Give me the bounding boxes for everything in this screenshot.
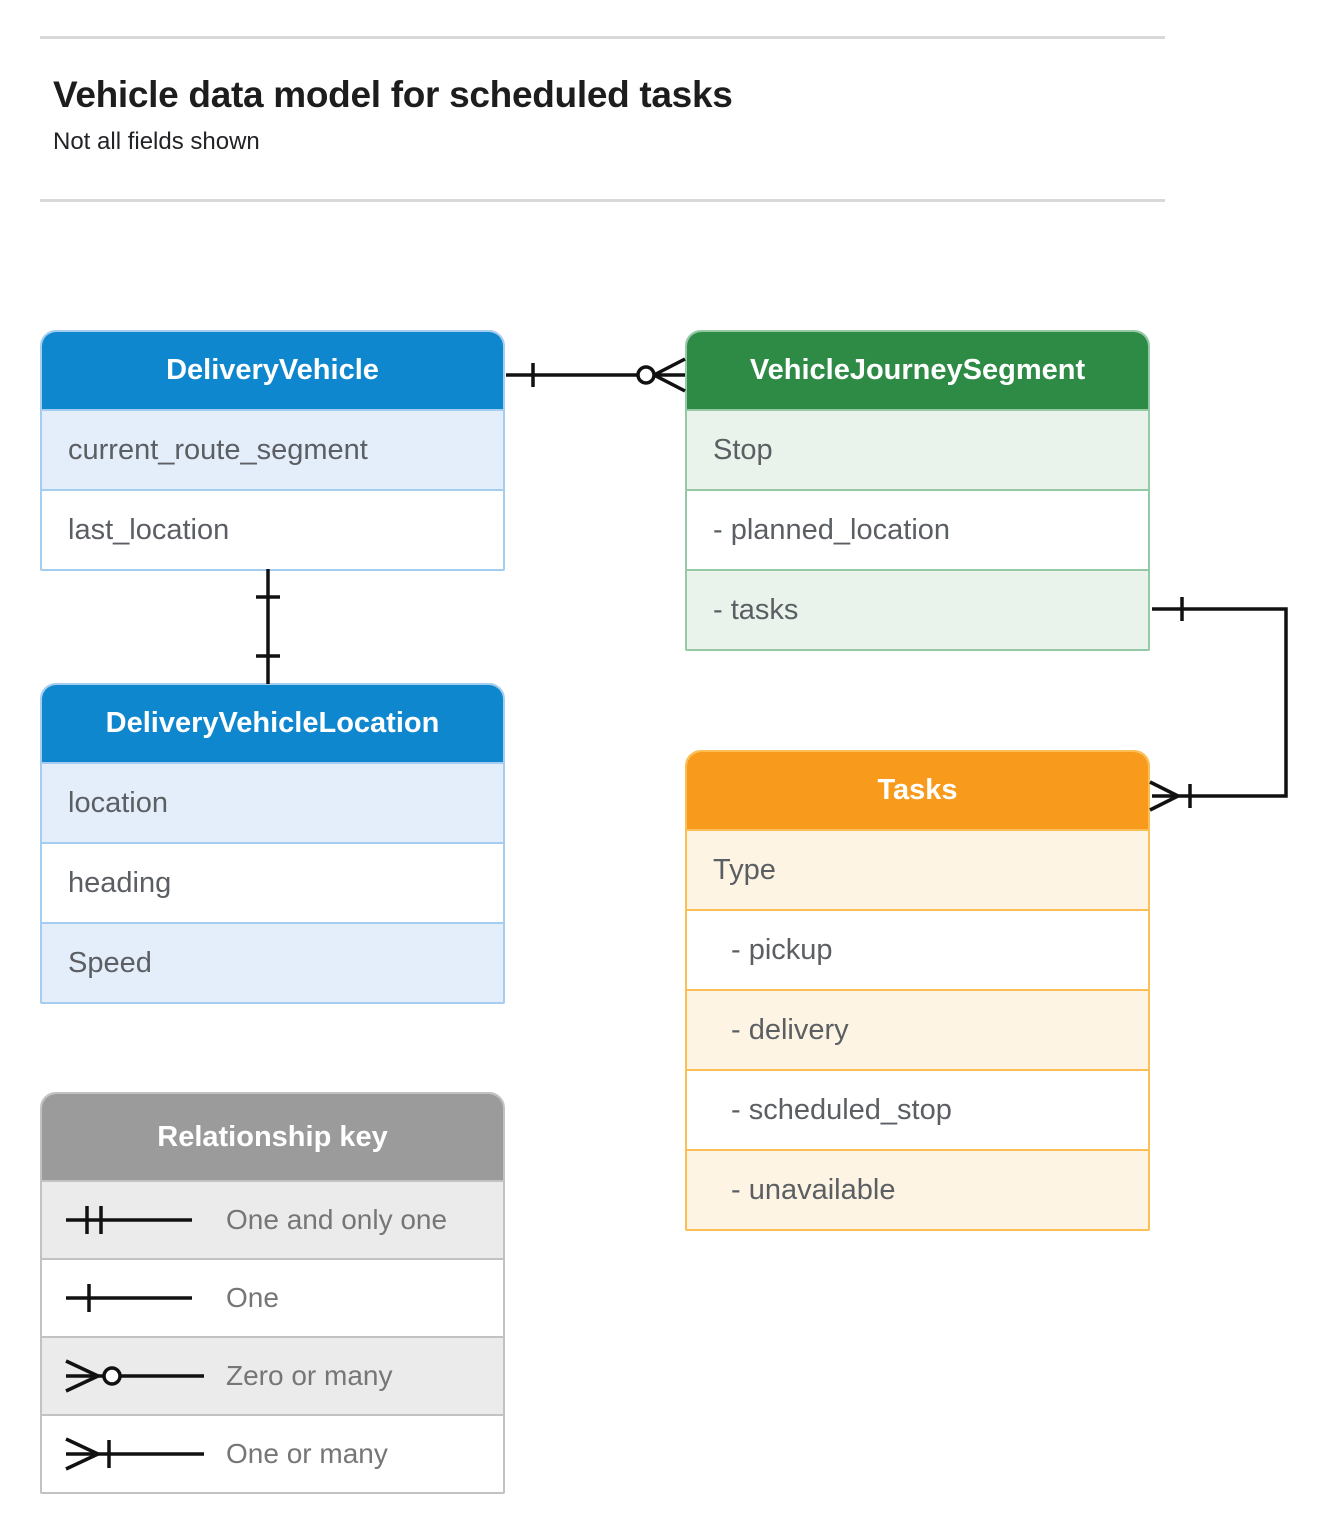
entity-vehicle-journey-segment: VehicleJourneySegment Stop - planned_loc…: [685, 330, 1150, 651]
one-and-only-one-icon: [66, 1206, 192, 1234]
key-row-one-and-only-one: One and only one: [42, 1180, 503, 1258]
relationship-key-title: Relationship key: [157, 1120, 388, 1153]
connector-vehicle-to-location: [256, 569, 280, 684]
entity-title: DeliveryVehicleLocation: [105, 707, 440, 739]
key-label: One and only one: [226, 1204, 448, 1235]
entity-title: VehicleJourneySegment: [749, 354, 1086, 386]
field-row-stop: Stop: [687, 409, 1148, 489]
field-row-delivery: - delivery: [687, 989, 1148, 1069]
key-row-one: One: [42, 1258, 503, 1336]
entity-delivery-vehicle-header: DeliveryVehicle: [42, 332, 503, 409]
one-or-many-icon: [65, 1437, 204, 1471]
field-row-heading: heading: [42, 842, 503, 922]
connector-vehicle-to-journey-segment: [506, 359, 685, 391]
field-row-type: Type: [687, 829, 1148, 909]
relationship-key: Relationship key One and only one One: [40, 1092, 505, 1494]
page-title: Vehicle data model for scheduled tasks: [53, 74, 733, 115]
entity-delivery-vehicle-location-header: DeliveryVehicleLocation: [42, 685, 503, 762]
connector-tasks-field-to-tasks: [1150, 597, 1286, 810]
zero-or-many-icon: [65, 1359, 204, 1393]
field-row-location: location: [42, 762, 503, 842]
entity-delivery-vehicle-location: DeliveryVehicleLocation location heading…: [40, 683, 505, 1004]
key-label: One or many: [226, 1438, 388, 1469]
field-row-tasks: - tasks: [687, 569, 1148, 649]
field-row-unavailable: - unavailable: [687, 1149, 1148, 1229]
field-row-planned-location: - planned_location: [687, 489, 1148, 569]
entity-title: DeliveryVehicle: [166, 354, 379, 386]
field-row-last-location: last_location: [42, 489, 503, 569]
field-row-current-route-segment: current_route_segment: [42, 409, 503, 489]
page-subtitle: Not all fields shown: [53, 128, 260, 155]
field-row-scheduled-stop: - scheduled_stop: [687, 1069, 1148, 1149]
one-icon: [66, 1284, 192, 1312]
key-label: One: [226, 1282, 279, 1313]
key-row-one-or-many: One or many: [42, 1414, 503, 1492]
entity-title: Tasks: [877, 774, 958, 806]
entity-delivery-vehicle: DeliveryVehicle current_route_segment la…: [40, 330, 505, 571]
entity-tasks: Tasks Type - pickup - delivery - schedul…: [685, 750, 1150, 1231]
entity-tasks-header: Tasks: [687, 752, 1148, 829]
key-row-zero-or-many: Zero or many: [42, 1336, 503, 1414]
field-row-speed: Speed: [42, 922, 503, 1002]
bottom-divider: [40, 199, 1165, 202]
key-label: Zero or many: [226, 1360, 393, 1391]
field-row-pickup: - pickup: [687, 909, 1148, 989]
relationship-key-header: Relationship key: [42, 1094, 503, 1180]
entity-vehicle-journey-segment-header: VehicleJourneySegment: [687, 332, 1148, 409]
top-divider: [40, 36, 1165, 39]
